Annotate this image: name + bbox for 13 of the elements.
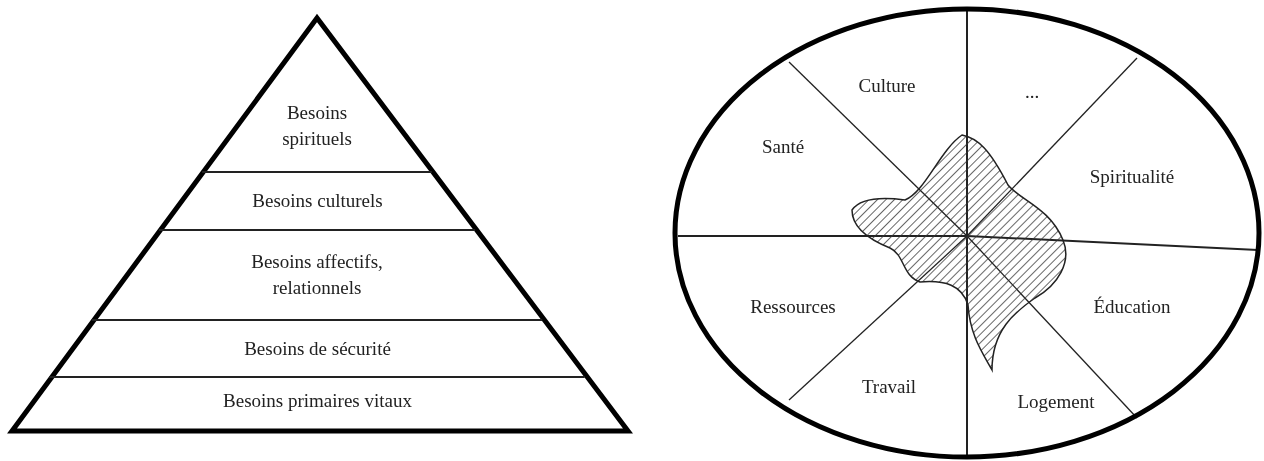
pyramid-level-label: Besoins culturels: [200, 186, 435, 216]
pyramid-level-label: Besoins primaires vitaux: [150, 386, 485, 416]
sector-label: Travail: [849, 373, 929, 401]
sector-label: Culture: [842, 72, 932, 100]
pyramid-level-label: Besoins affectifs, relationnels: [207, 245, 427, 305]
sector-label: Éducation: [1077, 293, 1187, 321]
sector-label: Logement: [1001, 388, 1111, 416]
pyramid-level-label: Besoins spirituels: [252, 100, 382, 152]
sector-label: ...: [1002, 78, 1062, 106]
sector-label: Santé: [743, 133, 823, 161]
sector-label: Ressources: [718, 293, 868, 321]
pyramid-level-label: Besoins de sécurité: [170, 334, 465, 364]
sector-label: Spiritualité: [1072, 163, 1192, 191]
